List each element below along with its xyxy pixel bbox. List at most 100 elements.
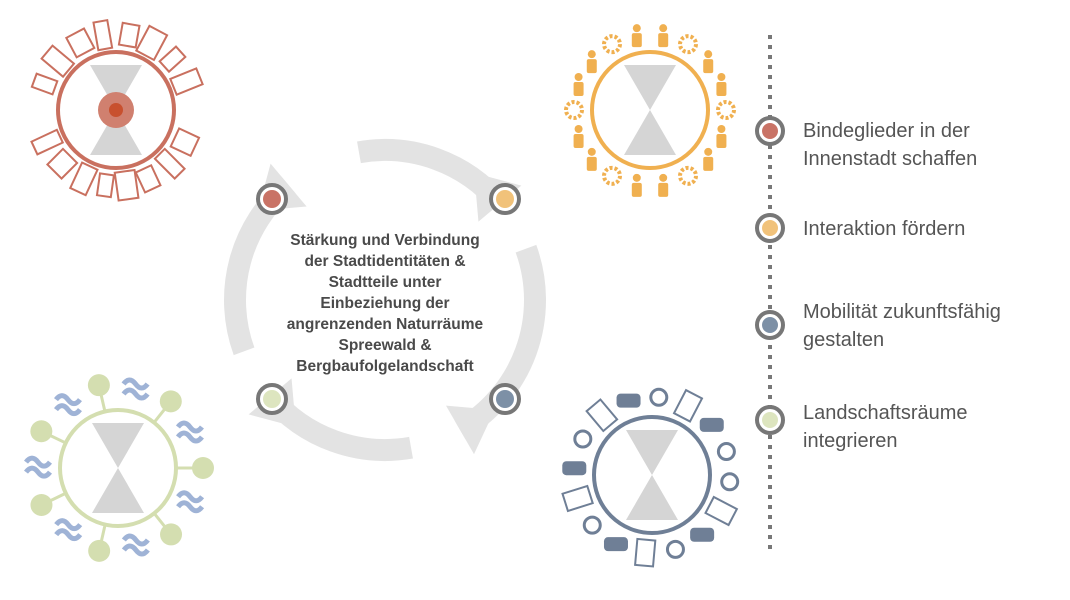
red-dot-icon (762, 123, 778, 139)
central-goal-line: Stadtteile unter (328, 274, 442, 291)
person-head-icon (632, 173, 641, 182)
theme-mobilitaet (561, 387, 740, 568)
central-goal-line: der Stadtidentitäten & (304, 253, 466, 270)
person-head-icon (717, 124, 726, 133)
bicycle-icon (720, 472, 740, 492)
orange-dot-icon (762, 220, 778, 236)
hourglass-icon (624, 65, 676, 155)
arrowhead-icon (446, 405, 495, 455)
river-icon (121, 377, 150, 401)
person-body-icon (658, 182, 669, 197)
car-icon (690, 527, 715, 542)
theme-landschaft (24, 374, 214, 562)
person-body-icon (658, 33, 669, 48)
central-goal-line: Stärkung und Verbindung (290, 232, 480, 249)
building-icon (40, 44, 76, 79)
hourglass-icon (626, 430, 678, 520)
gear-icon (716, 100, 736, 120)
gear-icon (678, 165, 698, 186)
building-icon (153, 147, 187, 181)
bicycle-icon (582, 515, 602, 535)
person-body-icon (586, 156, 597, 171)
center-target-dot-icon (109, 103, 123, 117)
person-body-icon (716, 82, 727, 97)
car-icon (562, 461, 587, 476)
river-icon (175, 420, 204, 444)
person-body-icon (716, 133, 727, 148)
building-icon (168, 67, 204, 96)
green-dot-icon (762, 412, 778, 428)
building-icon (113, 168, 140, 202)
building-icon (672, 388, 704, 423)
person-head-icon (659, 173, 668, 182)
central-goal-line: Bergbaufolgelandschaft (296, 358, 474, 375)
building-icon (169, 127, 201, 158)
bicycle-icon (573, 429, 593, 449)
tree-icon (160, 523, 183, 546)
river-icon (176, 490, 205, 514)
building-icon (585, 398, 619, 433)
legend-label: gestalten (803, 329, 885, 351)
person-body-icon (573, 133, 584, 148)
building-icon (704, 495, 739, 527)
marker-dot-icon (496, 390, 514, 408)
central-goal-line: angrenzenden Naturräume (286, 316, 484, 333)
hourglass-icon (92, 423, 144, 513)
person-body-icon (703, 156, 714, 171)
blue-dot-icon (762, 317, 778, 333)
legend-label: Innenstadt schaffen (803, 148, 978, 170)
central-goal-line: Einbeziehung der (320, 295, 450, 312)
legend-item-interaktion: Interaktion fördern (803, 215, 965, 243)
building-icon (134, 24, 169, 62)
marker-dot-icon (263, 190, 281, 208)
theme-circle (592, 415, 712, 535)
marker-dot-icon (496, 190, 514, 208)
legend-item-mobilitaet: Mobilität zukunftsfähig gestalten (803, 298, 1001, 354)
car-icon (616, 393, 641, 408)
river-icon (53, 393, 82, 417)
legend-label: Landschaftsräume (803, 402, 968, 424)
central-goal-text: Stärkung und Verbindung der Stadtidentit… (265, 230, 505, 377)
legend-item-bindeglieder: Bindeglieder in der Innenstadt schaffen (803, 117, 977, 173)
person-head-icon (587, 147, 596, 156)
tree-icon (30, 493, 53, 516)
legend-item-landschaft: Landschaftsräume integrieren (803, 399, 968, 455)
gear-icon (564, 100, 584, 120)
person-head-icon (574, 73, 583, 82)
person-head-icon (632, 24, 641, 33)
river-icon (54, 518, 83, 542)
building-icon (134, 163, 162, 194)
river-icon (24, 455, 52, 479)
legend-label: Interaktion fördern (803, 218, 966, 240)
person-head-icon (659, 24, 668, 33)
building-icon (634, 537, 657, 568)
building-icon (92, 18, 114, 52)
hourglass-icon (90, 65, 142, 155)
building-icon (30, 72, 59, 96)
bicycle-icon (716, 442, 736, 462)
tree-icon (159, 390, 182, 413)
person-body-icon (703, 59, 714, 74)
theme-interaktion (564, 24, 736, 197)
car-icon (603, 537, 628, 552)
building-icon (45, 147, 79, 181)
building-icon (30, 128, 65, 156)
river-icon (121, 533, 150, 557)
person-body-icon (631, 33, 642, 48)
building-icon (68, 161, 99, 197)
bicycle-icon (665, 539, 685, 559)
building-icon (561, 484, 594, 513)
gear-icon (678, 34, 698, 55)
person-head-icon (704, 147, 713, 156)
gear-icon (602, 165, 622, 186)
tree-icon (192, 457, 214, 479)
theme-circle (590, 50, 710, 170)
person-body-icon (586, 59, 597, 74)
person-head-icon (574, 124, 583, 133)
theme-circle (58, 408, 178, 528)
building-icon (158, 45, 187, 74)
person-body-icon (573, 82, 584, 97)
gear-icon (602, 34, 622, 55)
building-icon (117, 21, 141, 49)
